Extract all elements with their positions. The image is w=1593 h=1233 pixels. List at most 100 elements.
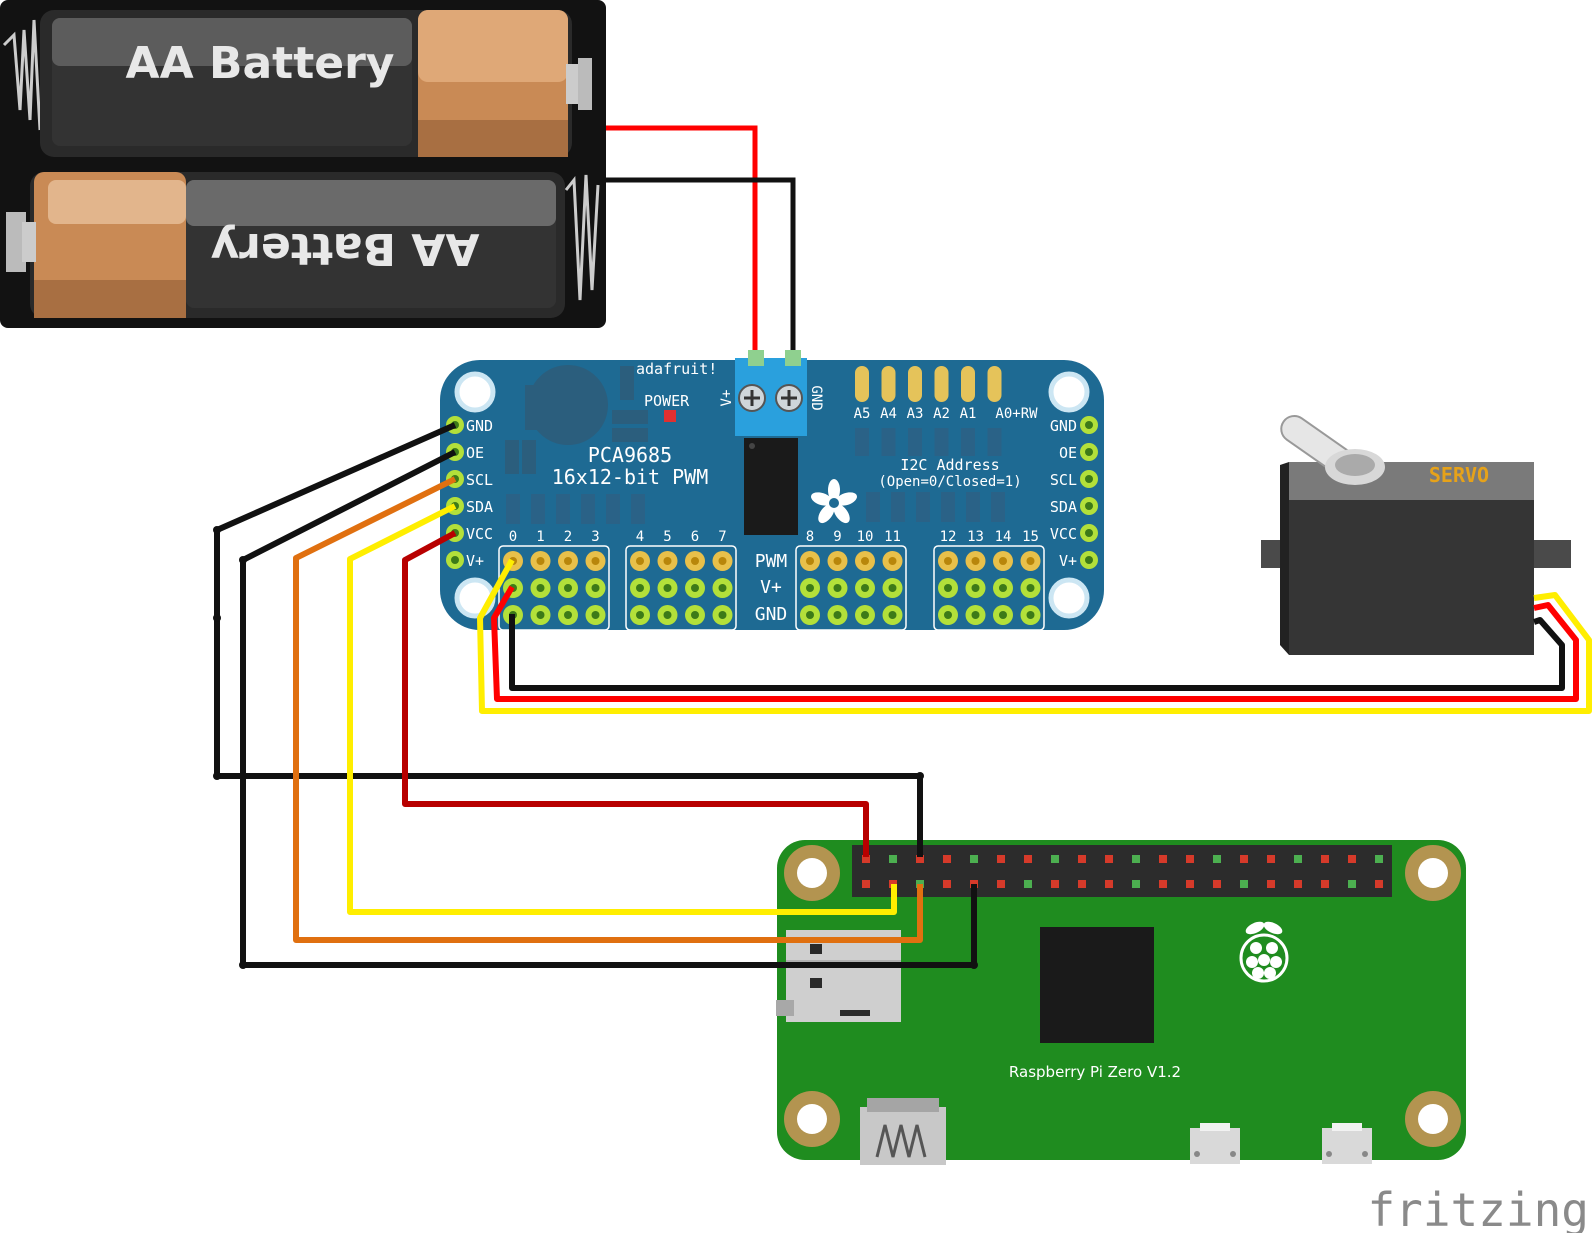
gpio-pin[interactable] [1375, 880, 1383, 888]
pin-label: V+ [466, 552, 484, 570]
pca9685-board: adafruit! POWER PCA9685 16x12-bit PWM V+… [440, 350, 1104, 631]
channel-label: 13 [967, 529, 984, 545]
battery-label-top: AA Battery [126, 38, 395, 89]
gpio-pin[interactable] [1321, 855, 1329, 863]
gpio-pin[interactable] [1024, 880, 1032, 888]
gpio-pin[interactable] [1024, 855, 1032, 863]
gpio-pin[interactable] [1348, 880, 1356, 888]
gpio-pin[interactable] [1159, 880, 1167, 888]
pin-label: VCC [466, 525, 493, 543]
gpio-pin[interactable] [1132, 880, 1140, 888]
mounting-hole [454, 577, 496, 619]
mini-hdmi-port[interactable] [860, 1098, 946, 1165]
gpio-pin[interactable] [1267, 855, 1275, 863]
mounting-hole [1048, 577, 1090, 619]
gpio-pin[interactable] [1240, 880, 1248, 888]
power-label: POWER [644, 392, 690, 410]
gpio-pin[interactable] [1051, 855, 1059, 863]
gpio-pin[interactable] [916, 855, 924, 863]
battery-cell-bottom: AA Battery [22, 172, 565, 318]
chip-title: PCA9685 [588, 443, 672, 467]
gpio-pin[interactable] [943, 855, 951, 863]
channel-label: 11 [884, 529, 901, 545]
gpio-pin[interactable] [1105, 855, 1113, 863]
wire-vcc[interactable] [402, 530, 869, 857]
gpio-pin[interactable] [1132, 855, 1140, 863]
gpio-pin[interactable] [889, 855, 897, 863]
gpio-pin[interactable] [1375, 855, 1383, 863]
address-jumper-pad[interactable] [855, 366, 869, 402]
gpio-pin[interactable] [862, 880, 870, 888]
adafruit-logo-icon [811, 479, 857, 524]
terminal-label-vplus: V+ [719, 390, 735, 407]
wire-servo-power[interactable] [491, 585, 1579, 702]
pin-label: OE [466, 444, 484, 462]
gpio-pin[interactable] [1186, 855, 1194, 863]
gpio-pin[interactable] [943, 880, 951, 888]
gpio-pin[interactable] [997, 880, 1005, 888]
channel-label: 8 [806, 529, 814, 545]
gpio-pin[interactable] [1267, 880, 1275, 888]
channel-label: 14 [995, 529, 1012, 545]
battery-holder: AA Battery AA Battery [0, 0, 606, 328]
gpio-pin[interactable] [1321, 880, 1329, 888]
address-jumper-pad[interactable] [934, 366, 949, 402]
servo-horn-icon[interactable] [1276, 411, 1385, 485]
gpio-header[interactable] [852, 845, 1392, 897]
channel-label: 3 [591, 529, 599, 545]
pin-label: SDA [1050, 498, 1077, 516]
fritzing-watermark: fritzing [1367, 1183, 1589, 1233]
pin-label: OE [1059, 444, 1077, 462]
gpio-pin[interactable] [997, 855, 1005, 863]
gpio-pin[interactable] [1051, 880, 1059, 888]
channel-label: 15 [1022, 529, 1039, 545]
channel-label: 6 [691, 529, 699, 545]
pin-label: V+ [1059, 552, 1077, 570]
wire-battery-positive[interactable] [606, 125, 758, 352]
pin-label: SCL [1050, 471, 1077, 489]
wire-scl[interactable] [293, 476, 923, 943]
address-jumper-pad[interactable] [908, 366, 922, 402]
channel-label: 1 [536, 529, 544, 545]
gpio-pin[interactable] [1078, 855, 1086, 863]
address-jumper-pad[interactable] [881, 366, 896, 402]
gpio-pin[interactable] [1240, 855, 1248, 863]
gpio-pin[interactable] [1294, 880, 1302, 888]
terminal-label-gnd: GND [808, 385, 824, 410]
gpio-pin[interactable] [1159, 855, 1167, 863]
row-label-vplus: V+ [760, 577, 782, 598]
wire-battery-negative[interactable] [606, 177, 796, 352]
gpio-pin[interactable] [1213, 880, 1221, 888]
channel-label: 9 [833, 529, 841, 545]
wire-sda[interactable] [347, 503, 897, 915]
mounting-hole [784, 1091, 840, 1147]
channel-label: 12 [940, 529, 957, 545]
i2c-label-line2: (Open=0/Closed=1) [878, 474, 1021, 490]
mounting-hole [1048, 371, 1090, 413]
address-jumper-pad[interactable] [961, 366, 975, 402]
wire-servo-signal[interactable] [477, 558, 1592, 714]
battery-wires [606, 125, 796, 352]
i2c-label-line1: I2C Address [900, 456, 999, 474]
channel-label: 2 [564, 529, 572, 545]
gpio-pin[interactable] [1213, 855, 1221, 863]
sd-card-slot[interactable] [776, 930, 901, 1022]
gpio-pin[interactable] [1105, 880, 1113, 888]
address-pin-label: A1 [960, 406, 977, 422]
wire-servo-ground[interactable] [509, 614, 1565, 691]
gpio-pin[interactable] [1186, 880, 1194, 888]
pi-label: Raspberry Pi Zero V1.2 [1009, 1063, 1181, 1081]
micro-usb-power-port[interactable] [1322, 1123, 1372, 1164]
mounting-hole [784, 845, 840, 901]
micro-usb-port[interactable] [1190, 1123, 1240, 1164]
gpio-pin[interactable] [1348, 855, 1356, 863]
gpio-pin[interactable] [970, 855, 978, 863]
raspberry-logo-icon [1239, 921, 1289, 983]
address-jumper-pad[interactable] [987, 366, 1002, 402]
pca9685-chip [744, 438, 798, 535]
screw-terminal[interactable] [735, 350, 807, 436]
gpio-pin[interactable] [862, 855, 870, 863]
gpio-pin[interactable] [1078, 880, 1086, 888]
address-pin-label: A2 [933, 406, 950, 422]
gpio-pin[interactable] [1294, 855, 1302, 863]
